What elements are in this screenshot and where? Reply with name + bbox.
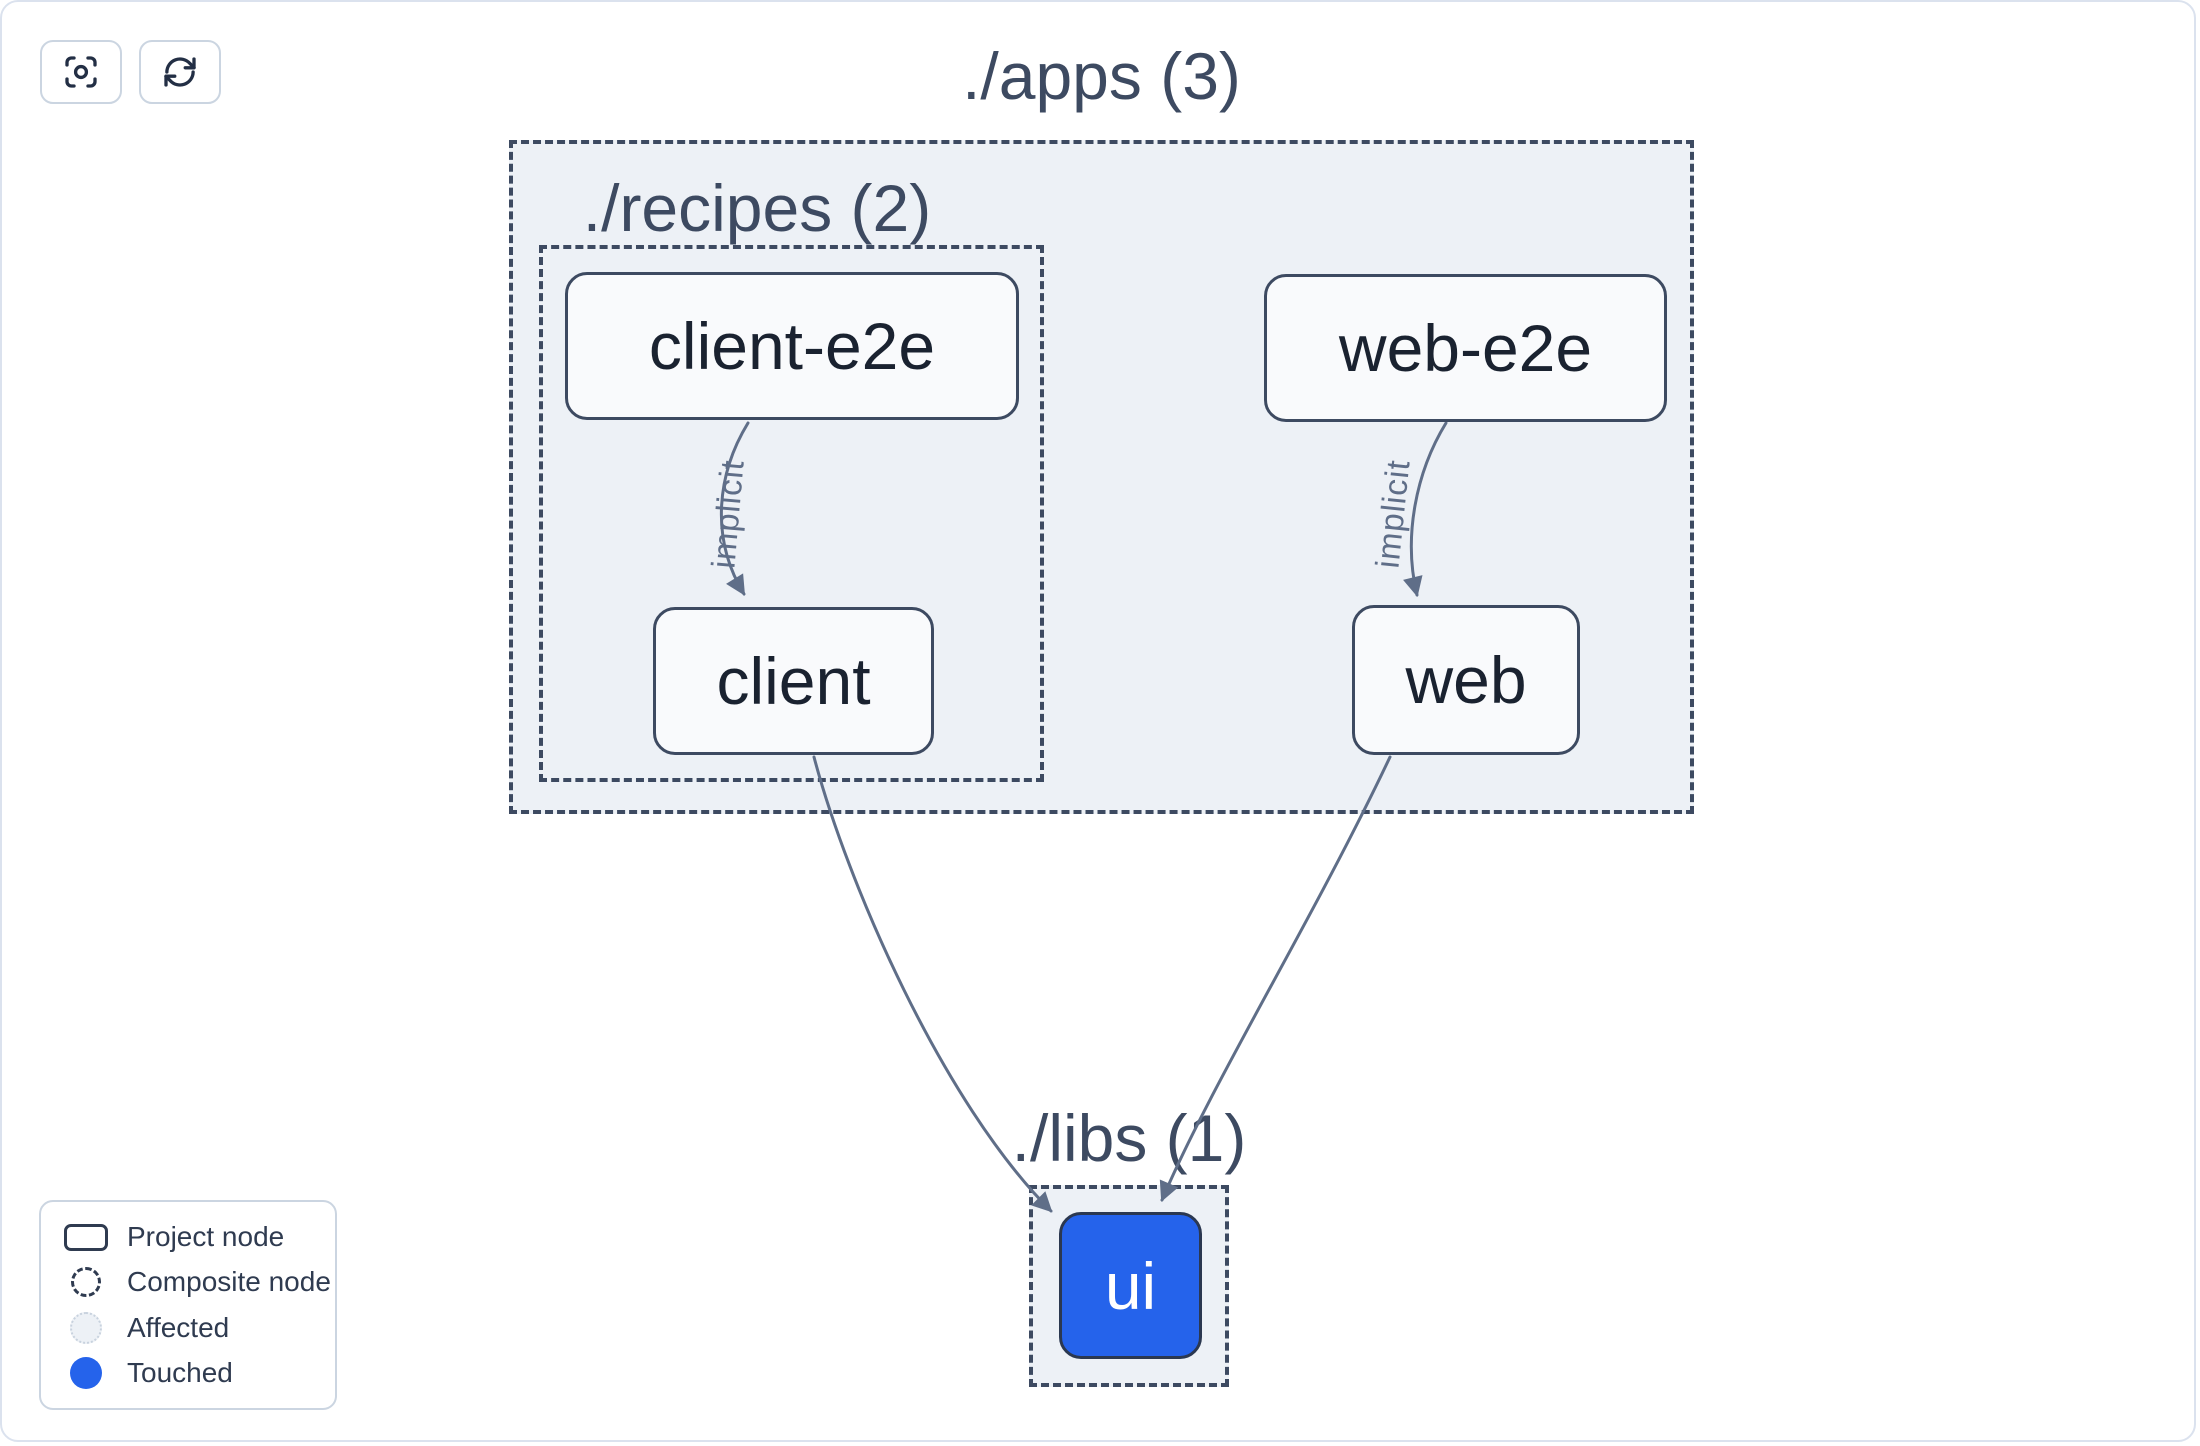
legend-item-composite-node: Composite node bbox=[61, 1266, 331, 1298]
node-client[interactable]: client bbox=[653, 607, 934, 755]
focus-button[interactable] bbox=[40, 40, 122, 104]
affected-swatch-icon bbox=[61, 1311, 111, 1344]
node-web[interactable]: web bbox=[1352, 605, 1580, 755]
legend-label: Project node bbox=[127, 1221, 285, 1253]
edge-client-e2e-to-client[interactable] bbox=[719, 421, 750, 596]
node-web-e2e[interactable]: web-e2e bbox=[1264, 274, 1667, 422]
focus-crosshair-icon bbox=[60, 51, 102, 93]
legend-item-touched: Touched bbox=[61, 1356, 315, 1389]
legend-label: Touched bbox=[127, 1356, 233, 1388]
legend: Project node Composite node Affected Tou… bbox=[39, 1200, 337, 1410]
composite-label-apps: ./apps (3) bbox=[962, 39, 1241, 113]
project-node-swatch-icon bbox=[61, 1223, 111, 1251]
refresh-button[interactable] bbox=[139, 40, 221, 104]
legend-label: Affected bbox=[127, 1311, 230, 1343]
legend-item-affected: Affected bbox=[61, 1311, 315, 1344]
touched-swatch-icon bbox=[61, 1356, 111, 1389]
node-client-e2e[interactable]: client-e2e bbox=[565, 272, 1019, 420]
refresh-icon bbox=[159, 51, 201, 93]
node-ui[interactable]: ui bbox=[1059, 1212, 1202, 1359]
edge-web-e2e-to-web[interactable] bbox=[1403, 421, 1448, 597]
edge-client-to-ui[interactable] bbox=[812, 755, 1053, 1213]
composite-node-swatch-icon bbox=[61, 1267, 111, 1298]
edge-web-to-ui[interactable] bbox=[1159, 755, 1392, 1202]
legend-label: Composite node bbox=[127, 1266, 331, 1298]
legend-item-project-node: Project node bbox=[61, 1221, 315, 1253]
